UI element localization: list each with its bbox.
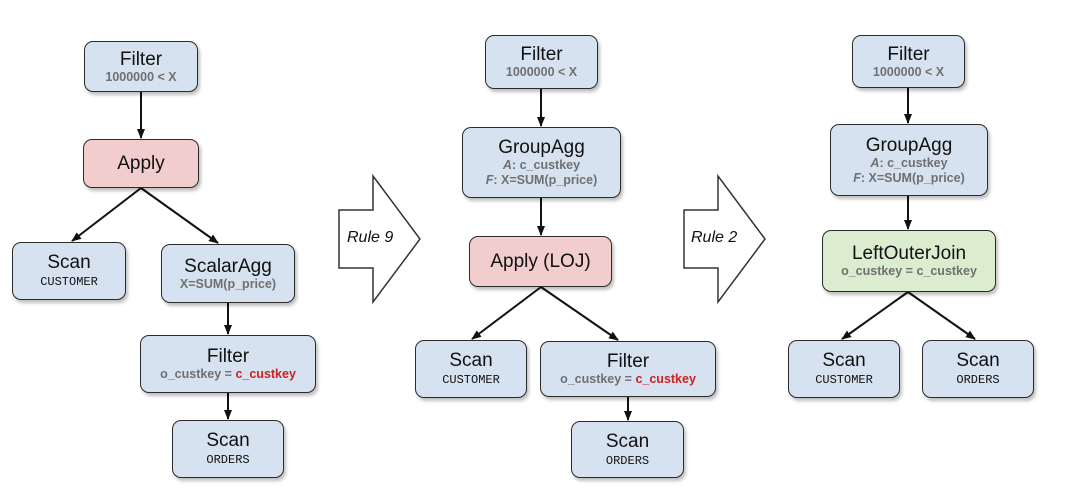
rule-2-arrow — [683, 173, 766, 305]
table-name: ORDERS — [605, 453, 650, 468]
node-title: Filter — [606, 351, 650, 372]
node-title: Apply (LOJ) — [490, 251, 591, 272]
label-a: A — [870, 155, 880, 170]
edge-apply-scan-customer-1 — [71, 187, 142, 242]
node-title: Scan — [605, 430, 650, 452]
scan-customer-node: Scan CUSTOMER — [12, 242, 126, 300]
condition-prefix: o_custkey = — [160, 367, 236, 381]
groupagg-node: GroupAgg A: c_custkey F: X=SUM(p_price) — [830, 124, 988, 196]
filter-condition: 1000000 < X — [872, 64, 945, 79]
scan-customer-node: Scan CUSTOMER — [415, 340, 527, 398]
label-f: F — [485, 173, 494, 187]
node-title: Apply — [117, 153, 165, 174]
table-name: CUSTOMER — [40, 275, 98, 289]
node-title: GroupAgg — [498, 137, 585, 158]
filter-join-condition-node: Filter o_custkey = c_custkey — [540, 341, 716, 397]
table-name: CUSTOMER — [815, 373, 873, 387]
node-title: GroupAgg — [865, 134, 953, 156]
scan-orders-node: Scan ORDERS — [922, 340, 1034, 398]
scalaragg-node: ScalarAgg X=SUM(p_price) — [161, 244, 295, 303]
filter-node: Filter 1000000 < X — [84, 41, 198, 92]
filter-condition: o_custkey = c_custkey — [160, 367, 296, 382]
rule-9-arrow — [338, 173, 421, 305]
table-name: ORDERS — [956, 373, 1000, 387]
scan-orders-node: Scan ORDERS — [571, 421, 684, 478]
scan-customer-node: Scan CUSTOMER — [788, 340, 900, 398]
table-name: ORDERS — [206, 453, 250, 467]
apply-node: Apply — [83, 139, 199, 188]
label-a: A — [502, 158, 512, 172]
grouping-columns: A: c_custkey — [503, 158, 580, 173]
edge-join-scan-customer-3 — [841, 291, 909, 340]
filter-node: Filter 1000000 < X — [485, 35, 598, 89]
node-title: Scan — [956, 350, 1000, 371]
rule-2-label: Rule 2 — [691, 229, 738, 246]
aggregate-value: : X=SUM(p_price) — [493, 173, 598, 187]
node-title: ScalarAgg — [184, 255, 272, 277]
node-title: Scan — [822, 350, 866, 371]
scan-orders-node: Scan ORDERS — [172, 420, 284, 478]
node-title: Scan — [206, 430, 250, 451]
filter-condition: 1000000 < X — [105, 69, 177, 84]
node-title: Filter — [887, 43, 930, 65]
outer-reference: c_custkey — [235, 367, 296, 381]
condition-prefix: o_custkey = — [560, 372, 636, 386]
aggregate-value: : X=SUM(p_price) — [860, 170, 965, 185]
grouping-columns: A: c_custkey — [870, 156, 947, 171]
grouping-value: : c_custkey — [511, 158, 581, 172]
grouping-value: : c_custkey — [879, 155, 948, 170]
filter-condition: o_custkey = c_custkey — [560, 372, 696, 387]
join-condition: o_custkey = c_custkey — [841, 264, 977, 278]
node-title: Scan — [449, 350, 493, 371]
aggregate-functions: F: X=SUM(p_price) — [486, 173, 597, 188]
leftouterjoin-node: LeftOuterJoin o_custkey = c_custkey — [822, 230, 996, 292]
filter-join-condition-node: Filter o_custkey = c_custkey — [140, 335, 316, 393]
rule-9-label: Rule 9 — [347, 229, 394, 246]
node-title: Filter — [206, 346, 250, 367]
node-title: Filter — [520, 44, 563, 65]
edge-apply-scalaragg-1 — [140, 187, 219, 244]
node-title: Filter — [119, 48, 163, 70]
node-title: LeftOuterJoin — [851, 243, 967, 264]
aggregate-expression: X=SUM(p_price) — [179, 276, 277, 291]
edge-apply-scan-customer-2 — [471, 286, 542, 340]
aggregate-functions: F: X=SUM(p_price) — [853, 171, 964, 186]
table-name: CUSTOMER — [442, 373, 500, 387]
groupagg-node: GroupAgg A: c_custkey F: X=SUM(p_price) — [462, 127, 621, 198]
filter-node: Filter 1000000 < X — [852, 35, 965, 88]
apply-loj-node: Apply (LOJ) — [469, 236, 612, 287]
node-title: Scan — [47, 252, 91, 273]
edge-join-scan-orders-3 — [907, 291, 976, 340]
outer-reference: c_custkey — [635, 372, 696, 386]
label-f: F — [853, 170, 861, 185]
filter-condition: 1000000 < X — [505, 65, 578, 79]
edge-apply-filter-2 — [540, 286, 619, 341]
